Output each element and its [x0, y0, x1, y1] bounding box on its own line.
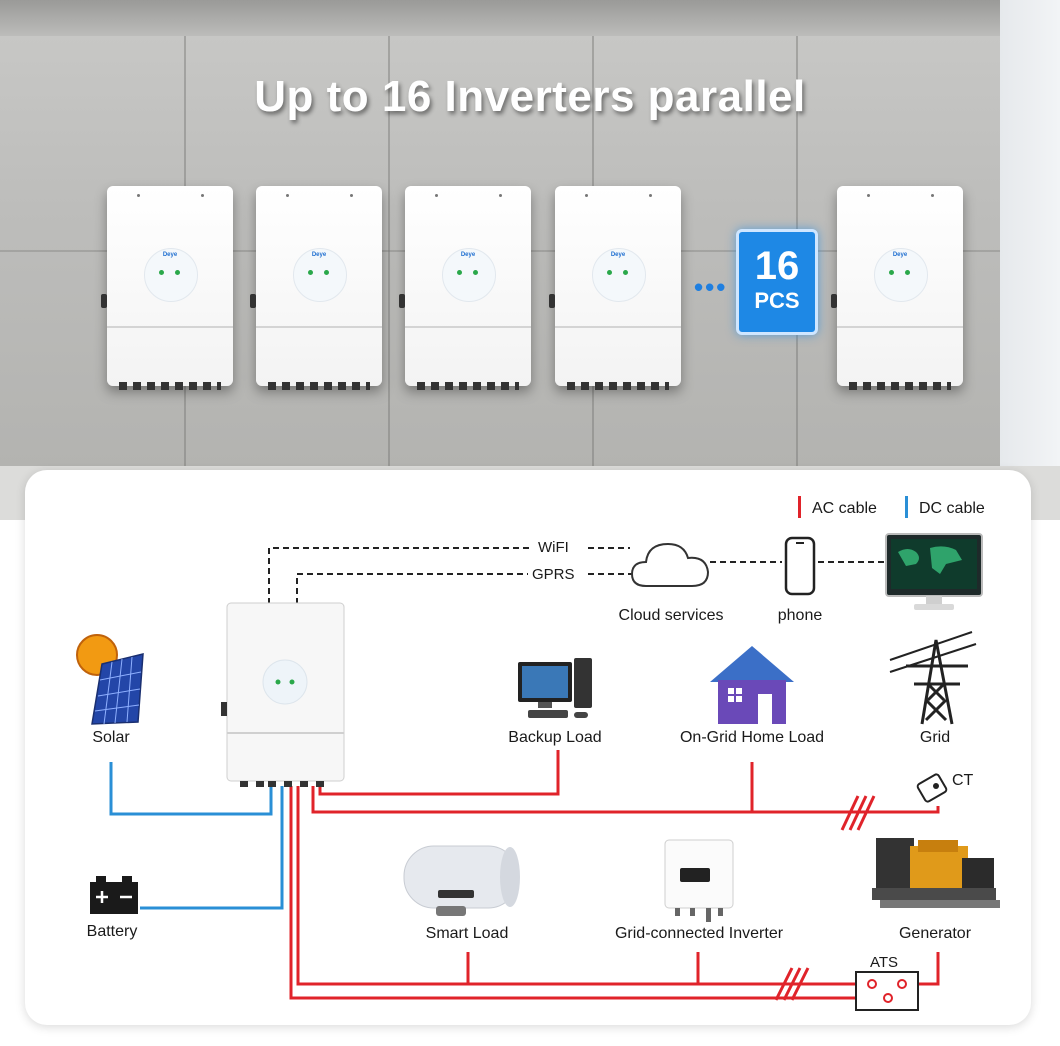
- generator-label: Generator: [898, 925, 972, 942]
- inverter-display: [874, 248, 928, 302]
- inverter-unit: Deye: [101, 186, 233, 390]
- backup-load-label: Backup Load: [508, 729, 602, 746]
- solar-label: Solar: [92, 729, 130, 746]
- ellipsis-icon: •••: [694, 272, 728, 302]
- smart-load-label: Smart Load: [425, 925, 509, 942]
- inverter-display: [592, 248, 646, 302]
- inverter-unit: Deye: [831, 186, 963, 390]
- inverter-brand: Deye: [610, 252, 626, 258]
- dc-legend-swatch: [905, 496, 908, 518]
- grid-inverter-label: Grid-connected Inverter: [614, 925, 784, 942]
- inverter-unit: Deye: [250, 186, 382, 390]
- inverter-display: [442, 248, 496, 302]
- inverter-unit: Deye: [399, 186, 531, 390]
- battery-icon: [90, 876, 138, 914]
- solar-panel-icon: [76, 634, 144, 725]
- badge-number: 16: [754, 244, 800, 288]
- desktop-pc-icon: [518, 658, 592, 718]
- hybrid-inverter-icon: [221, 602, 345, 787]
- home-load-label: On-Grid Home Load: [679, 729, 825, 746]
- dc-cable-legend: DC cable: [919, 500, 985, 517]
- home-icon: [710, 646, 794, 724]
- ac-cables: [289, 750, 940, 1000]
- headline: Up to 16 Inverters parallel: [254, 72, 806, 121]
- inverter-brand: Deye: [311, 252, 327, 258]
- inverter-brand: Deye: [162, 252, 178, 258]
- cable-break-marks: [774, 795, 876, 1001]
- ct-sensor-icon: [916, 773, 948, 803]
- battery-label: Battery: [86, 923, 138, 940]
- water-heater-icon: [403, 845, 520, 916]
- ats-switch-icon: [855, 971, 919, 1011]
- monitor-icon: [885, 533, 983, 610]
- ac-cable-legend: AC cable: [812, 500, 877, 517]
- ats-label: ATS: [869, 954, 899, 971]
- phone-label: phone: [777, 607, 823, 624]
- grid-inverter-icon: [664, 839, 734, 922]
- inverter-unit: Deye: [549, 186, 681, 390]
- grid-label: Grid: [919, 729, 951, 746]
- inverter-display: [144, 248, 198, 302]
- wifi-label: WiFI: [538, 539, 569, 556]
- badge-unit: PCS: [754, 288, 800, 313]
- ceiling-strip: [0, 0, 1060, 36]
- ct-label: CT: [952, 772, 974, 789]
- communication-links: [268, 547, 884, 604]
- wall-seam: [388, 36, 390, 466]
- parallel-count-badge: 16 PCS: [736, 229, 818, 335]
- cloud-services-label: Cloud services: [618, 607, 724, 624]
- inverter-brand: Deye: [892, 252, 908, 258]
- generator-icon: [872, 838, 1000, 908]
- dc-cables: [109, 762, 284, 910]
- gprs-label: GPRS: [532, 566, 575, 583]
- transmission-tower-icon: [889, 631, 977, 725]
- cloud-icon: [630, 542, 710, 587]
- phone-icon: [784, 536, 816, 596]
- ac-legend-swatch: [798, 496, 801, 518]
- inverter-brand: Deye: [460, 252, 476, 258]
- window-strip: [1000, 0, 1060, 520]
- inverter-display: [293, 248, 347, 302]
